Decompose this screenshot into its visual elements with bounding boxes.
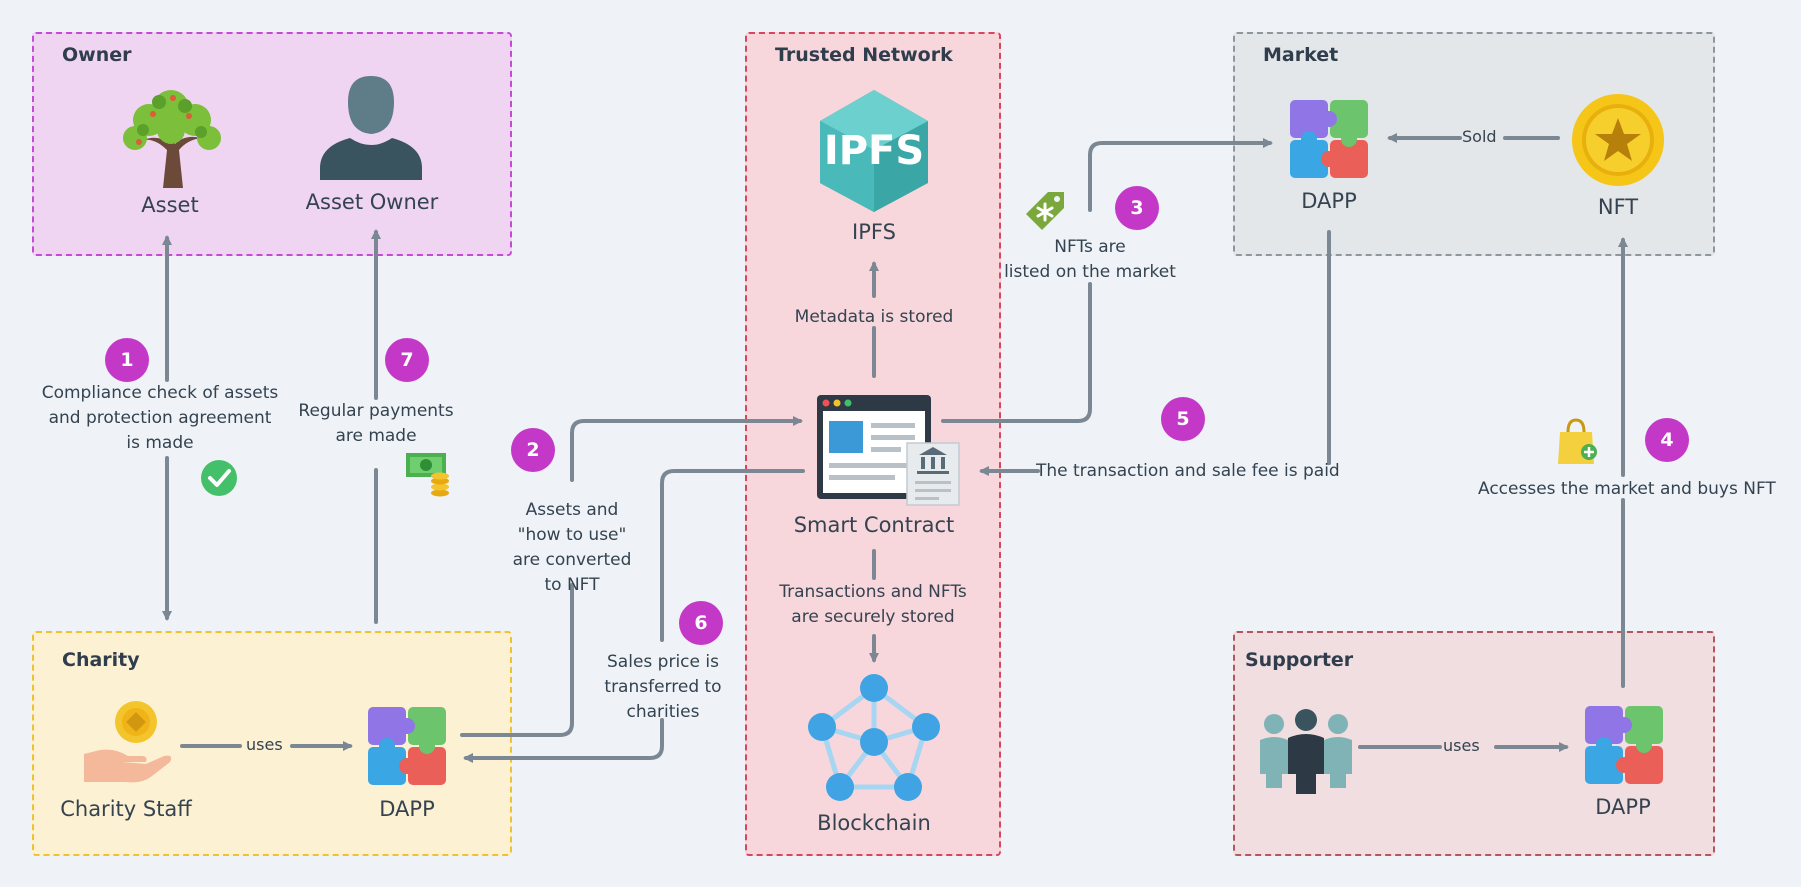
group-owner-title: Owner — [62, 44, 132, 66]
node-charity-dapp-label: DAPP — [379, 797, 435, 821]
edge-label-transaction-fee: The transaction and sale fee is paid — [1036, 461, 1340, 481]
people-group-icon — [1260, 709, 1352, 794]
step-badge-5: 5 — [1161, 397, 1205, 441]
step-badge-1: 1 — [105, 338, 149, 382]
step-badge-2: 2 — [511, 428, 555, 472]
hand-coin-icon — [84, 701, 172, 783]
group-owner: Owner — [32, 32, 512, 256]
node-market-dapp-label: DAPP — [1301, 189, 1357, 213]
node-blockchain-label: Blockchain — [817, 811, 931, 835]
edge-label-sales-price: Sales price is transferred to charities — [604, 652, 722, 722]
edge-label-compliance: Compliance check of assets and protectio… — [41, 383, 279, 453]
step-badge-3: 3 — [1115, 186, 1159, 230]
edge-label-nfts-listed: NFTs are listed on the market — [1004, 237, 1176, 282]
ipfs-logo-icon: IPFS — [820, 90, 928, 212]
edge-label-accesses-market: Accesses the market and buys NFT — [1478, 479, 1776, 499]
check-circle-icon — [201, 460, 237, 496]
group-trusted-title: Trusted Network — [775, 44, 953, 66]
group-supporter-title: Supporter — [1245, 649, 1354, 671]
edge-label-uses-supporter: uses — [1443, 736, 1480, 755]
smart-contract-icon — [817, 395, 960, 506]
edge-label-uses-charity: uses — [246, 735, 283, 754]
nft-star-coin-icon — [1572, 94, 1664, 186]
cash-coins-icon — [406, 453, 449, 497]
node-charity-staff-label: Charity Staff — [60, 797, 192, 821]
group-market-title: Market — [1263, 44, 1339, 66]
step-badge-4: 4 — [1645, 418, 1689, 462]
puzzle-dapp-icon — [1290, 100, 1368, 178]
shopping-bag-icon — [1558, 418, 1597, 464]
node-supporter-dapp-label: DAPP — [1595, 795, 1651, 819]
step-badge-7: 7 — [385, 338, 429, 382]
svg-text:IPFS: IPFS — [824, 128, 924, 174]
puzzle-dapp-icon — [1585, 706, 1663, 784]
edge-label-regular-payments: Regular payments are made — [298, 401, 454, 446]
edge-label-assets-converted: Assets and "how to use" are converted to… — [512, 500, 632, 595]
node-asset-label: Asset — [141, 193, 199, 217]
person-icon — [320, 76, 422, 180]
tree-icon — [123, 90, 221, 188]
price-tag-icon — [1026, 192, 1064, 230]
edge-label-metadata-stored: Metadata is stored — [794, 307, 954, 327]
group-charity-title: Charity — [62, 649, 140, 671]
node-asset-owner-label: Asset Owner — [305, 190, 439, 214]
node-nft-label: NFT — [1597, 195, 1639, 219]
edge-label-securely-stored: Transactions and NFTs are securely store… — [779, 582, 967, 627]
blockchain-network-icon — [808, 674, 940, 801]
node-ipfs-label: IPFS — [852, 220, 896, 244]
edge-label-sold: Sold — [1462, 127, 1497, 146]
step-badge-6: 6 — [679, 601, 723, 645]
node-smart-contract-label: Smart Contract — [793, 513, 955, 537]
puzzle-dapp-icon — [368, 707, 446, 785]
